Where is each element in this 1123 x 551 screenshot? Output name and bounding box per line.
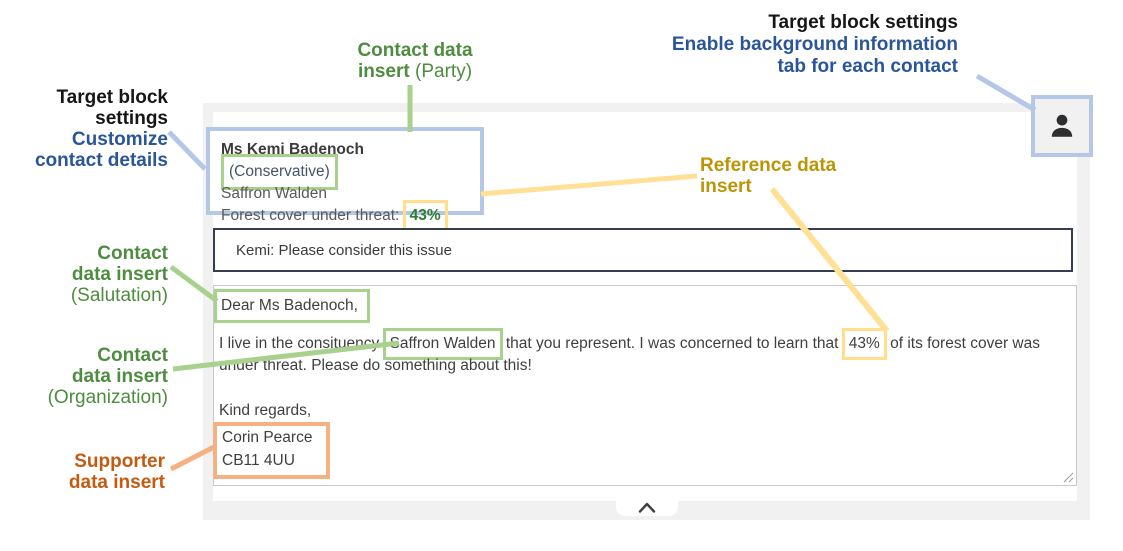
annotation-reference-data-insert: Reference data insert [700,155,836,197]
annotation-line: Reference data [700,155,837,176]
reference-label: Forest cover under threat: [221,207,400,224]
message-paragraph: I live in the consituency Saffron Walden… [219,328,1066,377]
annotation-contact-data-insert-salutation: Contact data insert (Salutation) [71,243,168,306]
contact-name-line: Ms Kemi Badenoch (Conservative) [221,139,474,190]
annotation-contact-data-insert-organization: Contact data insert (Organization) [48,345,168,408]
annotation-contact-data-insert-party: Contact data insert (Party) [345,40,485,82]
contact-reference-line: Forest cover under threat: 43% [221,200,474,232]
annotation-line: Target block settings [768,12,958,33]
organization-highlight: Saffron Walden [382,328,503,360]
annotation-line: contact details [34,150,168,171]
paragraph-text: I live in the consituency [219,335,384,352]
annotation-target-block-settings-top: Target block settings Enable background … [672,12,958,78]
person-icon [1051,114,1073,137]
annotation-line: Contact [97,345,168,366]
annotation-line: Contact [97,243,168,264]
collapse-tab[interactable] [616,499,678,516]
signature-postcode: CB11 4UU [222,452,295,469]
annotation-line: Supporter [74,451,165,472]
subject-text: Kemi: Please consider this issue [236,241,452,259]
contact-party-highlight: (Conservative) [221,154,338,190]
annotation-supporter-data-insert: Supporter data insert [69,451,165,493]
annotation-line: Enable background information [671,34,958,55]
annotation-line: settings [95,108,168,129]
paragraph-text: that you represent. I was concerned to l… [501,335,843,352]
annotation-line: insert [700,176,752,197]
annotation-line: Target block [56,87,168,108]
contact-details-block: Ms Kemi Badenoch (Conservative) Saffron … [206,127,484,232]
contact-organization: Saffron Walden [221,185,327,202]
annotation-line: data insert [71,366,168,387]
annotation-line: insert (Party) [345,61,485,82]
salutation-line: Dear Ms Badenoch, [214,289,1066,323]
supporter-signature-highlight: Corin Pearce CB11 4UU [213,422,331,479]
salutation-highlight: Dear Ms Badenoch, [214,289,370,323]
connector-line-contact-block [167,130,207,171]
annotation-line: data insert [71,264,168,285]
annotation-line: data insert [68,472,165,493]
chevron-up-icon [638,502,656,513]
subject-input[interactable]: Kemi: Please consider this issue [213,228,1073,272]
annotation-target-block-settings-left: Target block settings Customize contact … [35,87,168,171]
annotation-line: Customize [71,129,168,150]
annotation-text: insert [357,61,410,82]
background-info-button[interactable] [1031,95,1093,157]
annotation-line: Contact data [357,40,473,61]
resize-handle-icon[interactable] [1062,471,1074,483]
closing-line: Kind regards, [219,402,312,419]
annotation-line: (Salutation) [70,285,168,306]
reference-body-highlight: 43% [841,328,887,360]
signature-name: Corin Pearce [222,429,313,446]
annotation-line: tab for each contact [777,56,958,77]
contact-name: Ms Kemi Badenoch [221,141,364,158]
annotation-text: (Party) [415,61,473,82]
annotation-line: (Organization) [47,387,168,408]
message-textarea[interactable]: Dear Ms Badenoch, I live in the consitue… [213,285,1077,486]
